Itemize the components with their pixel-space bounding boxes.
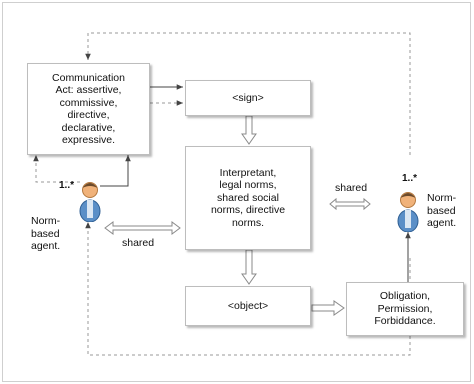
sign-node: <sign>: [185, 80, 311, 116]
object-label: <object>: [227, 299, 269, 312]
hollow-arrow-interpretant-object: [241, 249, 257, 285]
left-agent-label: Norm- based agent.: [31, 215, 61, 252]
right-agent-multiplicity: 1..*: [402, 173, 418, 184]
shared-label-right: shared: [335, 182, 368, 194]
hollow-double-arrow-right: [329, 197, 371, 211]
left-agent-multiplicity: 1..*: [59, 180, 75, 191]
hollow-arrow-object-obligation: [311, 300, 345, 316]
communication-act-node: Communication Act: assertive, commissive…: [27, 63, 150, 155]
sign-label: <sign>: [232, 91, 264, 104]
obligation-node: Obligation, Permission, Forbiddance.: [346, 282, 464, 336]
edge-agent-to-act: [100, 155, 131, 187]
shared-label-left: shared: [122, 237, 155, 249]
hollow-double-arrow-left: [104, 221, 181, 235]
interpretant-node: Interpretant, legal norms, shared social…: [185, 146, 311, 250]
communication-act-label: Communication Act: assertive, commissive…: [52, 71, 125, 147]
object-node: <object>: [185, 286, 311, 326]
right-agent-label: Norm- based agent.: [427, 192, 457, 229]
left-agent-person-icon: [79, 182, 101, 222]
obligation-label: Obligation, Permission, Forbiddance.: [374, 290, 436, 328]
interpretant-label: Interpretant, legal norms, shared social…: [210, 166, 286, 229]
dotted-loop-top: [85, 32, 411, 155]
hollow-arrow-sign-interpretant: [241, 115, 257, 145]
right-agent-person-icon: [397, 192, 419, 232]
edge-agent-to-act-dotted: [33, 155, 80, 183]
